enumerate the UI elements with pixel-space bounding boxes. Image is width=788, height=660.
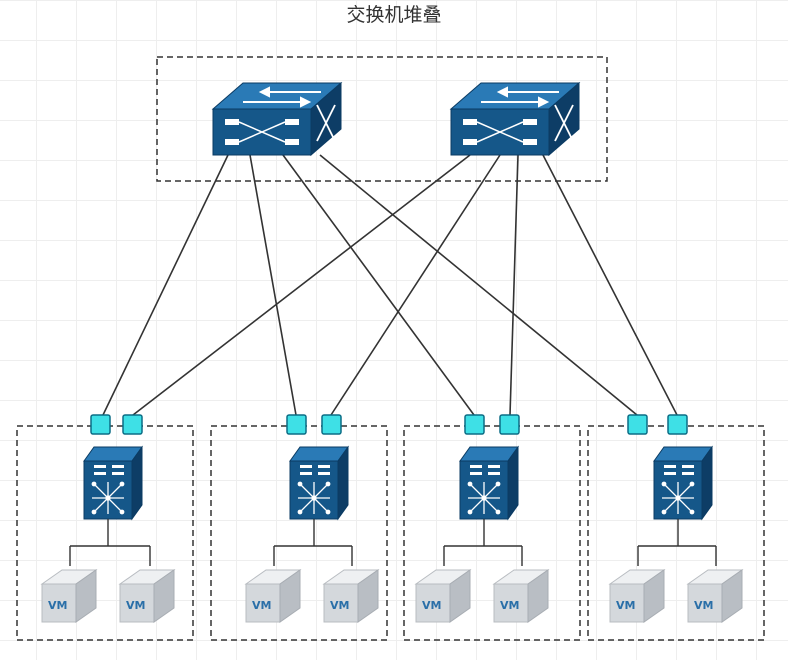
uplink-port-2[interactable] (321, 414, 342, 435)
vm-label: VM (126, 599, 145, 612)
vm-box[interactable] (609, 569, 665, 623)
vm-tree (69, 519, 151, 566)
access-group-frame (210, 425, 388, 641)
access-switch[interactable] (289, 446, 349, 520)
vm-box[interactable] (245, 569, 301, 623)
vm-label: VM (48, 599, 67, 612)
vm-label: VM (330, 599, 349, 612)
vm-box[interactable] (415, 569, 471, 623)
uplink-port-1[interactable] (90, 414, 111, 435)
core-switch-1[interactable] (212, 82, 342, 156)
vm-tree (273, 519, 353, 566)
vm-tree (637, 519, 717, 566)
uplinks (102, 154, 678, 416)
vm-label: VM (616, 599, 635, 612)
access-group-2 (210, 414, 388, 641)
vm-box[interactable] (119, 569, 175, 623)
vm-label: VM (252, 599, 271, 612)
access-switch[interactable] (83, 446, 143, 520)
access-group-4 (587, 414, 765, 641)
uplink-port-2[interactable] (499, 414, 520, 435)
access-group-frame (403, 425, 581, 641)
access-group-frame (587, 425, 765, 641)
vm-box[interactable] (687, 569, 743, 623)
core-switch-2[interactable] (450, 82, 580, 156)
link-core2-a1p2 (132, 154, 471, 416)
vm-label: VM (694, 599, 713, 612)
core-stack-frame (156, 56, 608, 182)
vm-box[interactable] (323, 569, 379, 623)
access-switch[interactable] (459, 446, 519, 520)
link-core1-a3p1 (282, 154, 475, 416)
access-group-frame (16, 425, 194, 641)
diagram-title: 交换机堆叠 (346, 4, 442, 26)
link-core2-a2p2 (330, 154, 501, 416)
uplink-port-1[interactable] (286, 414, 307, 435)
uplink-port-2[interactable] (122, 414, 143, 435)
link-core2-a3p2 (509, 154, 519, 416)
vm-label: VM (500, 599, 519, 612)
vm-tree (443, 519, 523, 566)
access-group-1 (16, 414, 194, 641)
link-core1-a4p1 (319, 154, 638, 416)
uplink-port-2[interactable] (667, 414, 688, 435)
link-core1-a1p1 (102, 154, 229, 416)
vm-label: VM (422, 599, 441, 612)
vm-box[interactable] (493, 569, 549, 623)
access-group-3 (403, 414, 581, 641)
access-switch[interactable] (653, 446, 713, 520)
vm-box[interactable] (41, 569, 97, 623)
uplink-port-1[interactable] (627, 414, 648, 435)
uplink-port-1[interactable] (464, 414, 485, 435)
link-core1-a2p1 (249, 154, 297, 416)
link-core2-a4p2 (542, 154, 678, 416)
